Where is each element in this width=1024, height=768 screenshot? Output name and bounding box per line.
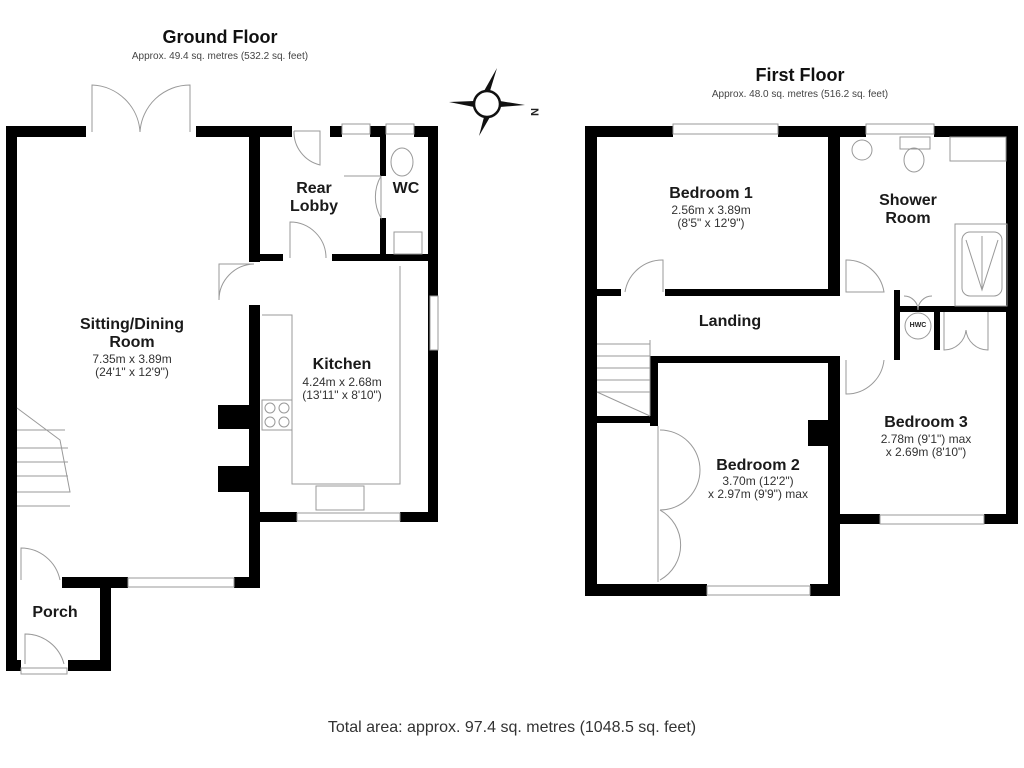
room-wc-label: WC: [392, 180, 420, 197]
first-floor-walls: [585, 126, 1018, 596]
shower-door: [845, 259, 885, 293]
hwc-label: HWC: [909, 322, 927, 329]
hwc-door: [903, 295, 933, 311]
room-bedroom3-label: Bedroom 3: [884, 414, 968, 431]
room-kitchen-label: Kitchen: [312, 356, 372, 373]
room-bedroom2-dims: 3.70m (12'2") x 2.97m (9'9") max: [708, 474, 808, 501]
first-floor-title: First Floor: [755, 65, 845, 85]
compass-icon: [449, 68, 525, 136]
wc-door: [374, 175, 382, 220]
hwc-cylinder: [904, 312, 932, 340]
french-doors: [91, 84, 191, 133]
room-bedroom2-label: Bedroom 2: [716, 457, 800, 474]
basin: [393, 231, 423, 255]
ground-floor-title: Ground Floor: [162, 27, 278, 47]
shower-window: [865, 123, 935, 135]
room-bedroom1-dims: 2.56m x 3.89m (8'5" x 12'9"): [671, 203, 751, 230]
room-kitchen-dims: 4.24m x 2.68m (13'11" x 8'10"): [302, 375, 382, 402]
first-floor-area: Approx. 48.0 sq. metres (516.2 sq. feet): [711, 89, 889, 100]
bedroom1-window: [672, 123, 779, 135]
window: [341, 123, 371, 135]
ground-floor-area: Approx. 49.4 sq. metres (532.2 sq. feet): [131, 51, 309, 62]
first-stairs: [596, 340, 651, 417]
room-landing-label: Landing: [698, 313, 762, 330]
room-bedroom3-dims: 2.78m (9'1") max x 2.69m (8'10"): [880, 432, 972, 459]
total-area: Total area: approx. 97.4 sq. metres (104…: [327, 719, 697, 736]
compass-north-label: N: [527, 108, 540, 116]
sitting-window: [127, 577, 235, 588]
window: [385, 123, 415, 135]
ground-stairs: [16, 407, 71, 507]
room-shower-label: Shower Room: [879, 192, 937, 227]
room-name: Sitting/Dining: [80, 316, 184, 333]
room-rear-lobby-label: Rear Lobby: [290, 180, 338, 215]
toilet: [390, 147, 414, 177]
bedroom1-door: [624, 259, 664, 293]
bedroom3-window: [879, 514, 985, 525]
kitchen-units: [261, 266, 439, 511]
porch-inner-door: [20, 547, 61, 581]
sitting-kitchen-door: [218, 263, 255, 301]
room-bedroom1-label: Bedroom 1: [669, 185, 753, 202]
room-porch-label: Porch: [32, 604, 78, 621]
rear-door: [293, 130, 321, 166]
kitchen-window: [296, 512, 401, 522]
bedroom3-door: [845, 359, 885, 395]
bedroom2-window: [706, 585, 811, 596]
room-sitting-dining-label: Sitting/Dining Room: [57, 316, 207, 352]
porch-front-door: [24, 633, 65, 665]
room-name: Room: [109, 334, 155, 351]
room-sitting-dining-dims: 7.35m x 3.89m (24'1" x 12'9"): [92, 352, 172, 379]
shower-fixtures: [851, 136, 1008, 307]
lobby-kitchen-door: [289, 221, 327, 259]
